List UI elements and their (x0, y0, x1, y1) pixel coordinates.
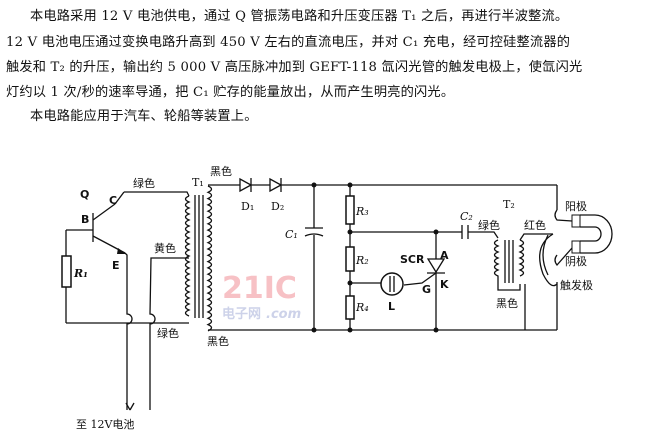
resistor-r4 (345, 295, 355, 320)
label-anode: 阳极 (565, 199, 587, 213)
label-trigger: 触发极 (560, 278, 593, 292)
label-red: 红色 (524, 218, 546, 232)
label-green-t2: 绿色 (478, 218, 500, 232)
label-black-top: 黑色 (210, 164, 232, 178)
transformer-t2 (493, 233, 553, 330)
capacitor-c2 (461, 225, 499, 239)
resistor-r3 (345, 195, 355, 225)
xenon-flash-tube (539, 185, 613, 330)
label-r3: R₃ (355, 205, 369, 218)
label-t1: T₁ (192, 176, 204, 189)
label-b: B (81, 213, 89, 226)
label-q: Q (80, 188, 89, 201)
label-c: C (109, 194, 117, 207)
paragraph-line-4: 灯约以 1 次/秒的速率导通，把 C₁ 贮存的能量放出，从而产生明亮的闪光。 (6, 85, 455, 100)
resistor-chain (345, 182, 355, 333)
label-k: K (440, 278, 449, 291)
label-r2: R₂ (355, 254, 369, 267)
label-black-bottom: 黑色 (207, 334, 229, 348)
label-a: A (440, 249, 449, 262)
diode-d1 (239, 177, 253, 193)
paragraph-line-5: 本电路能应用于汽车、轮船等装置上。 (30, 109, 258, 124)
label-green-bottom: 绿色 (157, 326, 179, 340)
diode-d2 (269, 177, 283, 193)
label-battery: 至 12V电池 (76, 418, 134, 431)
resistor-r1 (61, 230, 189, 324)
watermark-logo: 21IC (222, 271, 297, 306)
label-c1: C₁ (285, 228, 298, 241)
capacitor-c1 (304, 182, 324, 333)
label-green-top: 绿色 (133, 176, 155, 190)
transistor-q (66, 191, 190, 410)
label-g: G (422, 283, 431, 296)
label-d1: D₁ (241, 200, 254, 213)
label-l: L (388, 300, 395, 313)
label-c2: C₂ (460, 210, 473, 223)
yellow-tap-wire (149, 257, 189, 410)
label-r1: R₁ (73, 267, 88, 280)
label-cathode: 阴极 (565, 254, 587, 268)
watermark-sub: 电子网 (222, 306, 261, 322)
resistor-r2 (345, 246, 355, 272)
neon-lamp-l (350, 272, 404, 296)
label-yellow: 黄色 (154, 241, 176, 255)
label-scr: SCR (400, 253, 425, 266)
watermark-domain: .com (266, 307, 301, 322)
scr (403, 232, 446, 333)
label-d2: D₂ (271, 200, 284, 213)
label-e: E (112, 259, 120, 272)
watermark: 21IC 电子网 .com (222, 271, 301, 322)
arrow-icon (125, 402, 135, 411)
paragraph-line-1: 本电路采用 12 V 电池供电，通过 Q 管振荡电路和升压变压器 T₁ 之后，再… (30, 9, 569, 24)
paragraph-line-3: 触发和 T₂ 的升压，输出约 5 000 V 高压脉冲加到 GEFT-118 氙… (6, 60, 583, 75)
label-t2: T₂ (503, 198, 515, 211)
transformer-t1 (184, 185, 213, 332)
label-r4: R₄ (355, 301, 369, 314)
label-black-t2: 黑色 (496, 296, 518, 310)
paragraph-line-2: 12 V 电池电压通过变换电路升高到 450 V 左右的直流电压，并对 C₁ 充… (6, 35, 571, 50)
